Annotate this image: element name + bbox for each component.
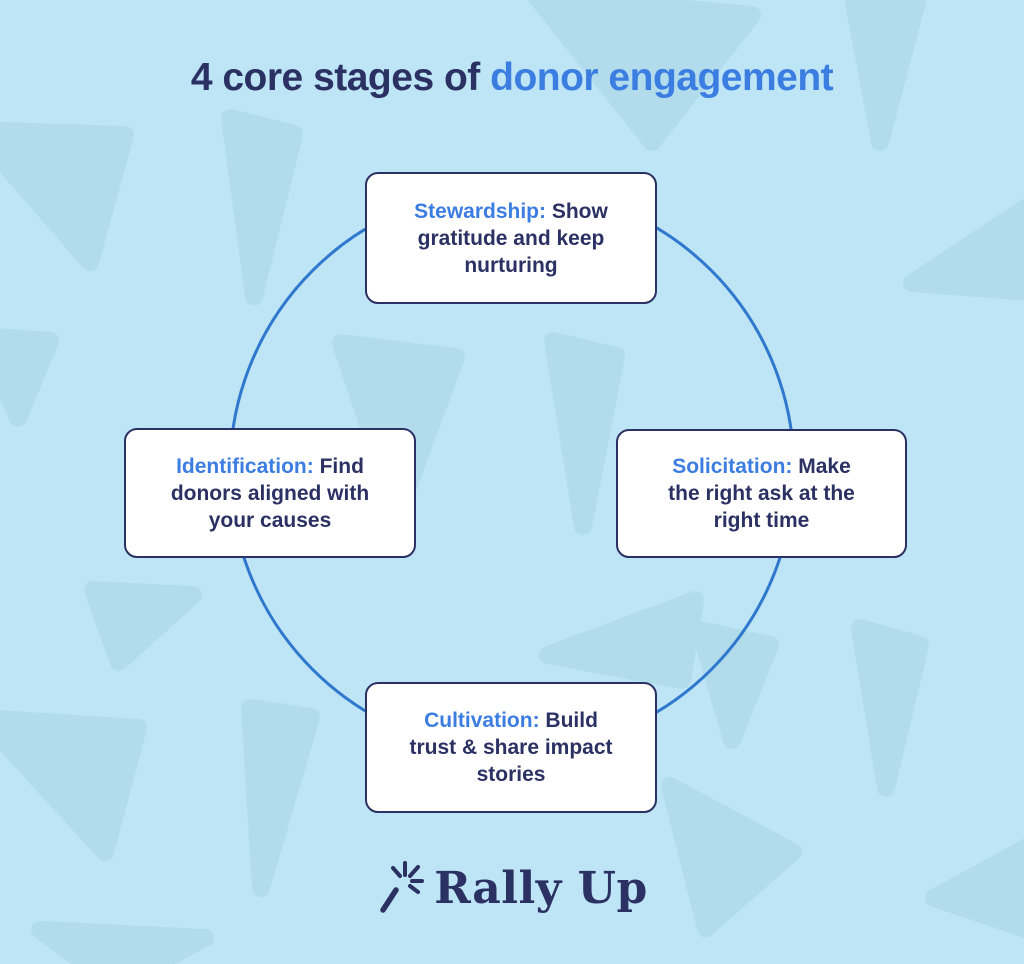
background-triangle bbox=[851, 619, 929, 797]
stage-keyword: Solicitation: bbox=[672, 455, 793, 478]
stage-keyword: Cultivation: bbox=[424, 709, 540, 732]
stage-line1: Find bbox=[319, 454, 364, 478]
rallyup-logo-text: Rally Up bbox=[434, 862, 648, 914]
background-triangle bbox=[31, 921, 214, 964]
stage-line: your causes bbox=[208, 508, 332, 532]
background-triangle bbox=[691, 621, 779, 749]
background-triangle bbox=[241, 699, 320, 897]
background-triangle bbox=[903, 198, 1024, 301]
background-triangle bbox=[544, 332, 625, 535]
background-triangle bbox=[527, 0, 761, 151]
stage-line1: Build bbox=[545, 709, 598, 732]
background-triangle bbox=[0, 710, 147, 861]
magic-wand-icon bbox=[380, 861, 425, 913]
stage-text-solicitation: Solicitation: Make the right ask at the … bbox=[668, 453, 855, 534]
background-triangle bbox=[925, 838, 1024, 938]
stage-keyword: Stewardship: bbox=[414, 199, 546, 223]
stage-line: right time bbox=[713, 509, 810, 532]
background-triangle bbox=[84, 581, 202, 671]
background-triangle bbox=[221, 109, 303, 305]
background-triangle bbox=[844, 0, 927, 151]
stage-card-solicitation: Solicitation: Make the right ask at the … bbox=[616, 429, 907, 558]
page-title-prefix: 4 core stages of bbox=[190, 56, 491, 99]
background-triangle bbox=[661, 777, 802, 937]
stage-line: nurturing bbox=[464, 253, 558, 277]
stage-line: Stewardship: Show bbox=[414, 198, 608, 225]
background-triangle bbox=[0, 328, 59, 427]
stage-card-identification: Identification: Find donors aligned with… bbox=[124, 428, 416, 558]
stage-line: Cultivation: Build bbox=[409, 707, 612, 734]
page-title-highlight: donor engagement bbox=[490, 56, 834, 99]
stage-card-stewardship: Stewardship: Show gratitude and keep nur… bbox=[365, 172, 657, 304]
background-triangle bbox=[539, 591, 704, 689]
rallyup-logo: Rally Up bbox=[0, 860, 1024, 916]
stage-text-stewardship: Stewardship: Show gratitude and keep nur… bbox=[414, 198, 608, 279]
stage-line: Solicitation: Make bbox=[668, 453, 855, 480]
stage-line: trust & share impact bbox=[409, 736, 613, 759]
background-triangle bbox=[0, 121, 134, 271]
stage-line: gratitude and keep bbox=[417, 226, 605, 250]
page-title: 4 core stages of donor engagement bbox=[0, 56, 1024, 100]
stage-line1: Make bbox=[798, 455, 851, 478]
stage-text-identification: Identification: Find donors aligned with… bbox=[171, 453, 369, 534]
stage-keyword: Identification: bbox=[176, 454, 314, 478]
stage-card-cultivation: Cultivation: Build trust & share impact … bbox=[365, 682, 657, 813]
stage-line: stories bbox=[476, 763, 546, 786]
stage-line: donors aligned with bbox=[170, 481, 370, 505]
stage-line: Identification: Find bbox=[171, 453, 369, 480]
stage-text-cultivation: Cultivation: Build trust & share impact … bbox=[409, 707, 612, 788]
stage-line1: Show bbox=[551, 199, 608, 223]
stage-line: the right ask at the bbox=[668, 482, 855, 505]
